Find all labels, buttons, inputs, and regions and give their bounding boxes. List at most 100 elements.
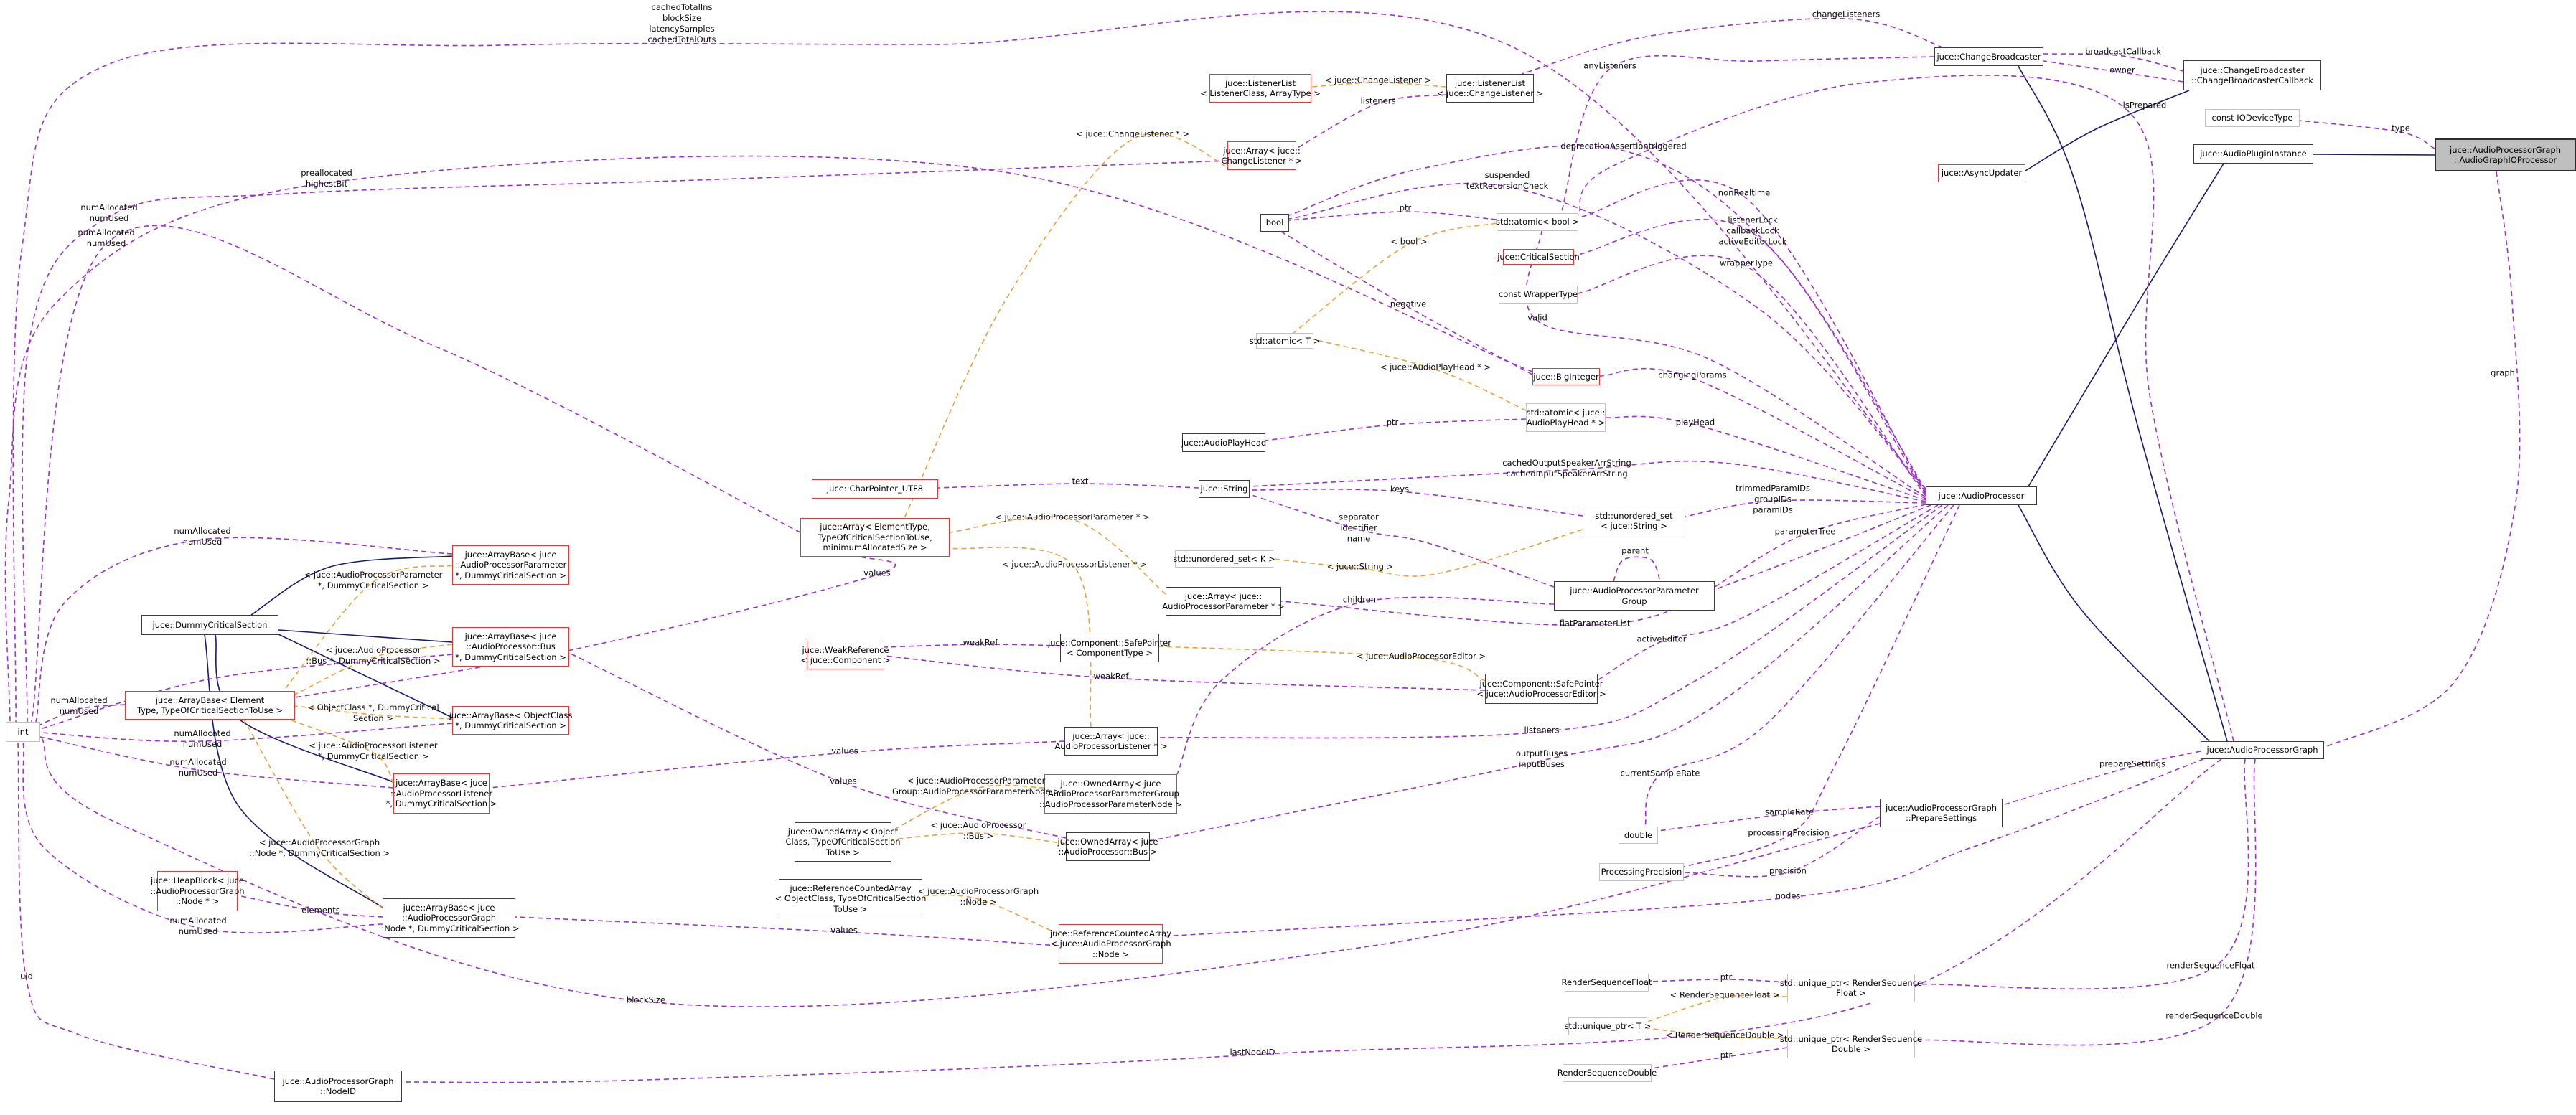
class-node-arrayBaseParam[interactable]: juce::ArrayBase< juce::AudioProcessorPar… bbox=[452, 545, 569, 585]
edge-audioProcessor-criticalSection bbox=[1573, 219, 1926, 495]
edge-nodeID-intNode bbox=[17, 741, 275, 1080]
edge-safePointerEditor-safePointerTemplate bbox=[1158, 646, 1486, 682]
edge-audioProcessor-boolNode bbox=[1288, 182, 1926, 492]
class-node-label: juce::AsyncUpdater bbox=[1941, 168, 2023, 179]
class-node-arrayBaseBus[interactable]: juce::ArrayBase< juce::AudioProcessor::B… bbox=[452, 627, 569, 667]
class-node-label: ::AudioProcessor::Bus bbox=[466, 641, 556, 652]
edge-changeBroadcasterCallback-changeBroadcaster bbox=[2043, 60, 2184, 83]
class-node-label: ::Node *, DummyCriticalSection > bbox=[378, 923, 520, 933]
class-node-renderSeqDouble[interactable]: RenderSequenceDouble bbox=[1558, 1064, 1657, 1082]
class-node-label: *, DummyCriticalSection > bbox=[455, 570, 566, 580]
class-node-safePointerTemplate[interactable]: juce::Component::SafePointer< ComponentT… bbox=[1048, 634, 1171, 662]
class-node-boolNode[interactable]: bool bbox=[1260, 214, 1289, 232]
class-node-label: ::Node * > bbox=[175, 896, 220, 907]
class-node-audioProcessorGraph[interactable]: juce::AudioProcessorGraph bbox=[2201, 741, 2324, 759]
edge-uniquePtrFloat-uniquePtrT bbox=[1647, 994, 1788, 1022]
class-node-wrapperType[interactable]: const WrapperType bbox=[1499, 286, 1578, 304]
class-node-main[interactable]: juce::AudioProcessorGraph::AudioGraphIOP… bbox=[2435, 138, 2576, 171]
class-node-ioDeviceType[interactable]: const IODeviceType bbox=[2205, 109, 2300, 127]
class-node-asyncUpdater[interactable]: juce::AsyncUpdater bbox=[1938, 164, 2025, 182]
edge-refCountedNode-arrayBaseNode bbox=[515, 916, 1059, 946]
class-node-audioPluginInstance[interactable]: juce::AudioPluginInstance bbox=[2193, 144, 2313, 164]
class-node-label: std::unordered_set bbox=[1595, 510, 1673, 521]
class-node-prepareSettings[interactable]: juce::AudioProcessorGraph::PrepareSettin… bbox=[1880, 799, 2003, 827]
class-node-ownedArrayBus[interactable]: juce::OwnedArray< juce::AudioProcessor::… bbox=[1058, 832, 1158, 861]
class-node-listenerListTemplate[interactable]: juce::ListenerList< ListenerClass, Array… bbox=[1200, 74, 1321, 103]
class-node-dummyCS[interactable]: juce::DummyCriticalSection bbox=[141, 615, 278, 635]
class-node-label: juce::DummyCriticalSection bbox=[152, 619, 268, 630]
class-node-unorderedSetString[interactable]: std::unordered_set< juce::String > bbox=[1583, 507, 1685, 535]
edge-audioProcessorGraph-changeBroadcaster bbox=[2018, 65, 2228, 742]
class-node-arrayBaseListener[interactable]: juce::ArrayBase< juce::AudioProcessorLis… bbox=[386, 773, 497, 814]
class-node-label: const IODeviceType bbox=[2211, 113, 2293, 123]
class-node-label: juce::CharPointer_UTF8 bbox=[826, 484, 924, 494]
class-node-label: std::unique_ptr< RenderSequence bbox=[1779, 977, 1923, 988]
class-node-processingPrecision[interactable]: ProcessingPrecision bbox=[1599, 863, 1684, 881]
edge-audioProcessor-boolNode bbox=[1288, 145, 1926, 491]
class-node-label: juce::AudioProcessorParameter bbox=[1570, 585, 1699, 596]
class-node-criticalSection[interactable]: juce::CriticalSection bbox=[1497, 249, 1580, 265]
class-node-label: juce::ArrayBase< juce bbox=[403, 902, 495, 913]
class-node-listenerListChange[interactable]: juce::ListenerList< juce::ChangeListener… bbox=[1437, 74, 1543, 103]
class-node-audioPlayHead[interactable]: juce::AudioPlayHead bbox=[1181, 433, 1266, 452]
class-node-atomicPlayHead[interactable]: std::atomic< juce::AudioPlayHead * > bbox=[1526, 403, 1606, 432]
class-node-heapBlockNode[interactable]: juce::HeapBlock< juce::AudioProcessorGra… bbox=[150, 871, 245, 911]
class-node-charPointer[interactable]: juce::CharPointer_UTF8 bbox=[812, 479, 938, 499]
class-node-atomicT[interactable]: std::atomic< T > bbox=[1250, 333, 1320, 349]
edge-unorderedSetString-unorderedSetK bbox=[1273, 529, 1583, 577]
class-node-label: juce::Component::SafePointer bbox=[1048, 637, 1171, 648]
class-node-arrayBaseNode[interactable]: juce::ArrayBase< juce::AudioProcessorGra… bbox=[378, 898, 520, 938]
edge-audioPluginInstance-audioProcessor bbox=[2028, 163, 2224, 487]
class-node-label: < ObjectClass, TypeOfCriticalSection bbox=[774, 893, 927, 904]
class-node-label: juce::Array< ElementType, bbox=[820, 522, 930, 532]
edge-audioProcessorGraph-uniquePtrDouble bbox=[1914, 758, 2257, 1046]
class-node-nodeID[interactable]: juce::AudioProcessorGraph::NodeID bbox=[274, 1071, 402, 1102]
class-node-arrayParam[interactable]: juce::Array< juce::AudioProcessorParamet… bbox=[1162, 587, 1285, 616]
class-node-weakRef[interactable]: juce::WeakReference< juce::Component > bbox=[801, 641, 891, 669]
class-node-ownedArrayParamNode[interactable]: juce::OwnedArray< juce::AudioProcessorPa… bbox=[1039, 774, 1182, 814]
class-node-label: RenderSequenceDouble bbox=[1557, 1068, 1657, 1078]
class-node-safePointerEditor[interactable]: juce::Component::SafePointer< juce::Audi… bbox=[1476, 674, 1606, 704]
class-node-unorderedSetK[interactable]: std::unordered_set< K > bbox=[1173, 550, 1275, 568]
edge-audioProcessor-paramGroup bbox=[1714, 504, 1926, 588]
class-node-arrayTemplate[interactable]: juce::Array< ElementType,TypeOfCriticalS… bbox=[800, 518, 950, 557]
class-node-changeBroadcaster[interactable]: juce::ChangeBroadcaster bbox=[1934, 47, 2043, 66]
edge-arrayBaseBus-arrayBaseTemplate bbox=[294, 644, 453, 695]
class-node-label: ToUse > bbox=[826, 847, 860, 857]
class-node-intNode[interactable]: int bbox=[6, 722, 40, 742]
edge-atomicPlayHead-atomicT bbox=[1313, 339, 1527, 411]
class-node-uniquePtrT[interactable]: std::unique_ptr< T > bbox=[1565, 1017, 1651, 1035]
class-node-changeBroadcasterCallback[interactable]: juce::ChangeBroadcaster::ChangeBroadcast… bbox=[2183, 60, 2321, 90]
class-node-bigInteger[interactable]: juce::BigInteger bbox=[1532, 368, 1600, 385]
class-node-label: *, DummyCriticalSection > bbox=[455, 720, 566, 730]
edge-uniquePtrDouble-renderSeqDouble bbox=[1651, 1047, 1788, 1069]
edge-arrayTemplate-arrayBaseTemplate bbox=[294, 556, 896, 698]
class-node-arrayListener[interactable]: juce::Array< juce::AudioProcessorListene… bbox=[1054, 727, 1168, 756]
class-node-audioProcessor[interactable]: juce::AudioProcessor bbox=[1926, 486, 2037, 505]
edge-prepareSettings-intNode bbox=[39, 735, 1881, 1007]
edge-arrayBaseParam-arrayBaseTemplate bbox=[283, 565, 453, 692]
class-node-refCountedTemplate[interactable]: juce::ReferenceCountedArray< ObjectClass… bbox=[775, 879, 926, 918]
class-node-label: < ListenerClass, ArrayType > bbox=[1200, 88, 1321, 98]
class-node-label: juce::OwnedArray< juce bbox=[1060, 778, 1161, 789]
class-node-doubleNode[interactable]: double bbox=[1619, 827, 1658, 844]
edge-unorderedSetString-stringNode bbox=[1249, 488, 1583, 517]
edge-arrayBaseListener-intNode bbox=[39, 736, 394, 789]
class-node-arrayChangeListener[interactable]: juce::Array< juce::ChangeListener * > bbox=[1222, 141, 1303, 170]
class-node-arrayBaseObject[interactable]: juce::ArrayBase< ObjectClass*, DummyCrit… bbox=[449, 706, 572, 735]
edge-paramGroup-stringNode bbox=[1249, 494, 1555, 588]
class-node-refCountedNode[interactable]: juce::ReferenceCountedArray< juce::Audio… bbox=[1050, 924, 1171, 964]
class-node-renderSeqFloat[interactable]: RenderSequenceFloat bbox=[1561, 974, 1652, 992]
class-node-label: *, DummyCriticalSection > bbox=[455, 651, 566, 662]
class-node-stringNode[interactable]: juce::String bbox=[1199, 480, 1250, 498]
class-node-label: juce::ChangeBroadcaster bbox=[2200, 65, 2305, 75]
class-node-label: juce::Array< juce:: bbox=[1223, 145, 1301, 156]
class-node-label: < juce::ChangeListener > bbox=[1436, 88, 1544, 98]
class-node-atomicBool[interactable]: std::atomic< bool > bbox=[1496, 213, 1579, 231]
edge-audioProcessor-unorderedSetString bbox=[1685, 499, 1926, 517]
